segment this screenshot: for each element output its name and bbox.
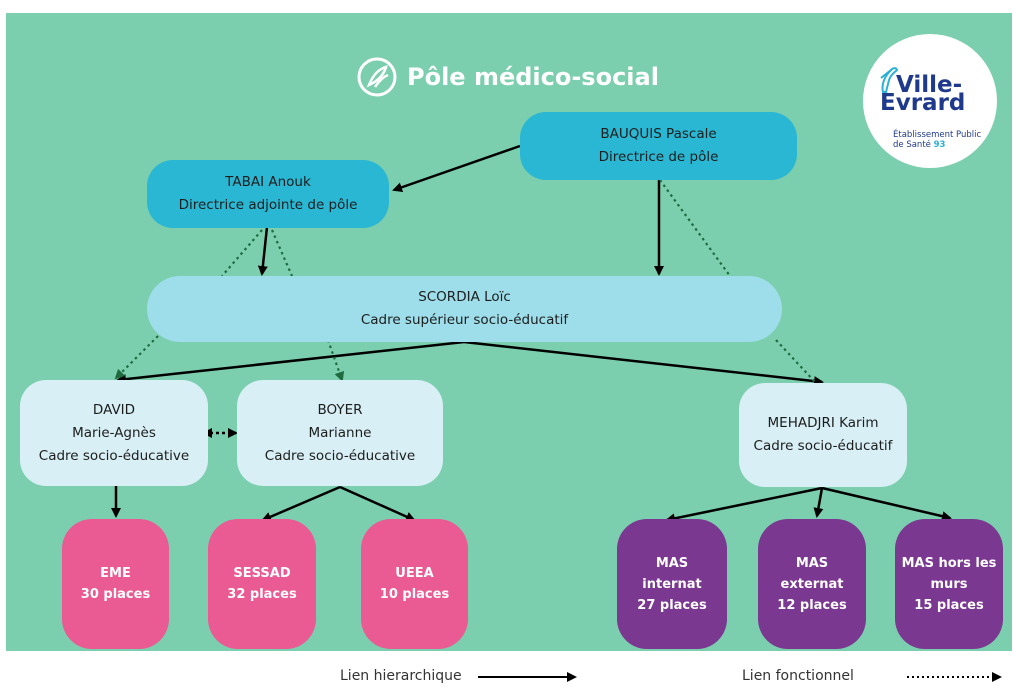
mas-hors-line-3: 15 places	[914, 597, 984, 613]
logo-line-2: Evrard	[880, 90, 966, 116]
link-senior-david	[116, 340, 465, 385]
boyer-line-3: Cadre socio-éducative	[264, 447, 416, 464]
sessad-places: 32 places	[227, 587, 297, 602]
link-mehadjri-externat	[813, 487, 824, 518]
link-senior-mehadjri	[463, 340, 824, 387]
eme-places: 30 places	[80, 587, 151, 602]
mas-externat-line-3: 12 places	[777, 597, 847, 613]
node-mehadjri: MEHADJRI Karim Cadre socio-éducatif	[739, 383, 907, 487]
node-deputy: TABAI Anouk Directrice adjointe de pôle	[147, 160, 389, 228]
node-senior: SCORDIA Loïc Cadre supérieur socio-éduca…	[147, 276, 782, 342]
node-boyer: BOYER Marianne Cadre socio-éducative	[237, 380, 443, 486]
flink-deputy-senior-right	[270, 229, 294, 277]
mas-internat-line-2: internat	[642, 576, 702, 592]
unit-mas-hors-les-murs: MAS hors les murs 15 places	[895, 519, 1003, 649]
flink-senior-mehadjri	[775, 339, 816, 383]
sessad-name: SESSAD	[233, 566, 291, 581]
unit-sessad: SESSAD 32 places	[208, 519, 316, 649]
logo-line-1: Ville-	[896, 72, 963, 98]
deputy-role: Directrice adjointe de pôle	[178, 197, 358, 213]
pole-logo-icon	[357, 57, 397, 97]
mas-hors-line-1: MAS hors les	[901, 555, 997, 571]
mas-internat-line-3: 27 places	[637, 597, 707, 613]
mehadjri-line-1: MEHADJRI Karim	[767, 415, 879, 431]
david-line-3: Cadre socio-éducative	[38, 447, 190, 464]
unit-mas-internat: MAS internat 27 places	[617, 519, 727, 649]
logo-line-3: Établissement Public	[893, 130, 982, 140]
director-role: Directrice de pôle	[598, 149, 719, 165]
logo-line-4: de Santé 93	[893, 140, 945, 150]
mas-externat-line-2: externat	[780, 576, 844, 592]
eme-name: EME	[100, 566, 131, 581]
senior-name: SCORDIA Loïc	[418, 289, 511, 305]
link-boyer-ueea	[339, 485, 416, 522]
pelican-icon	[880, 67, 899, 93]
mas-externat-line-1: MAS	[795, 555, 829, 571]
ville-evrard-logo	[863, 34, 997, 168]
legend-hierarchical-label: Lien hierarchique	[340, 668, 462, 684]
link-mehadjri-hors	[821, 486, 952, 522]
node-david: DAVID Marie-Agnès Cadre socio-éducative	[20, 380, 208, 486]
logo-line-4-text: de Santé	[893, 140, 931, 150]
flink-senior-boyer	[326, 339, 345, 382]
ueea-places: 10 places	[379, 587, 450, 602]
flink-deputy-senior-left	[221, 229, 263, 277]
page-title: Pôle médico-social	[355, 55, 659, 99]
node-director: BAUQUIS Pascale Directrice de pôle	[520, 112, 797, 180]
mas-hors-line-2: murs	[930, 576, 968, 592]
link-mehadjri-internat	[665, 486, 823, 524]
title-text: Pôle médico-social	[407, 63, 659, 91]
legend-functional-label: Lien fonctionnel	[742, 668, 854, 684]
boyer-line-1: BOYER	[317, 401, 363, 418]
mehadjri-line-2: Cadre socio-éducatif	[753, 438, 893, 454]
unit-eme: EME 30 places	[62, 519, 169, 649]
david-line-2: Marie-Agnès	[72, 424, 156, 441]
unit-ueea: UEEA 10 places	[361, 519, 468, 649]
mas-internat-line-1: MAS	[655, 555, 689, 571]
link-director-deputy	[392, 144, 521, 193]
boyer-line-2: Marianne	[308, 424, 372, 441]
flink-senior-david	[114, 335, 159, 380]
flink-director-mehadjri	[659, 179, 731, 277]
logo-number: 93	[933, 140, 946, 150]
director-name: BAUQUIS Pascale	[600, 126, 717, 142]
link-deputy-senior	[257, 226, 269, 276]
ueea-name: UEEA	[395, 566, 434, 581]
david-line-1: DAVID	[92, 401, 136, 418]
functional-links	[114, 179, 816, 383]
deputy-name: TABAI Anouk	[225, 174, 311, 190]
link-boyer-sessad	[261, 485, 341, 522]
unit-mas-externat: MAS externat 12 places	[758, 519, 866, 649]
senior-role: Cadre supérieur socio-éducatif	[360, 312, 569, 328]
